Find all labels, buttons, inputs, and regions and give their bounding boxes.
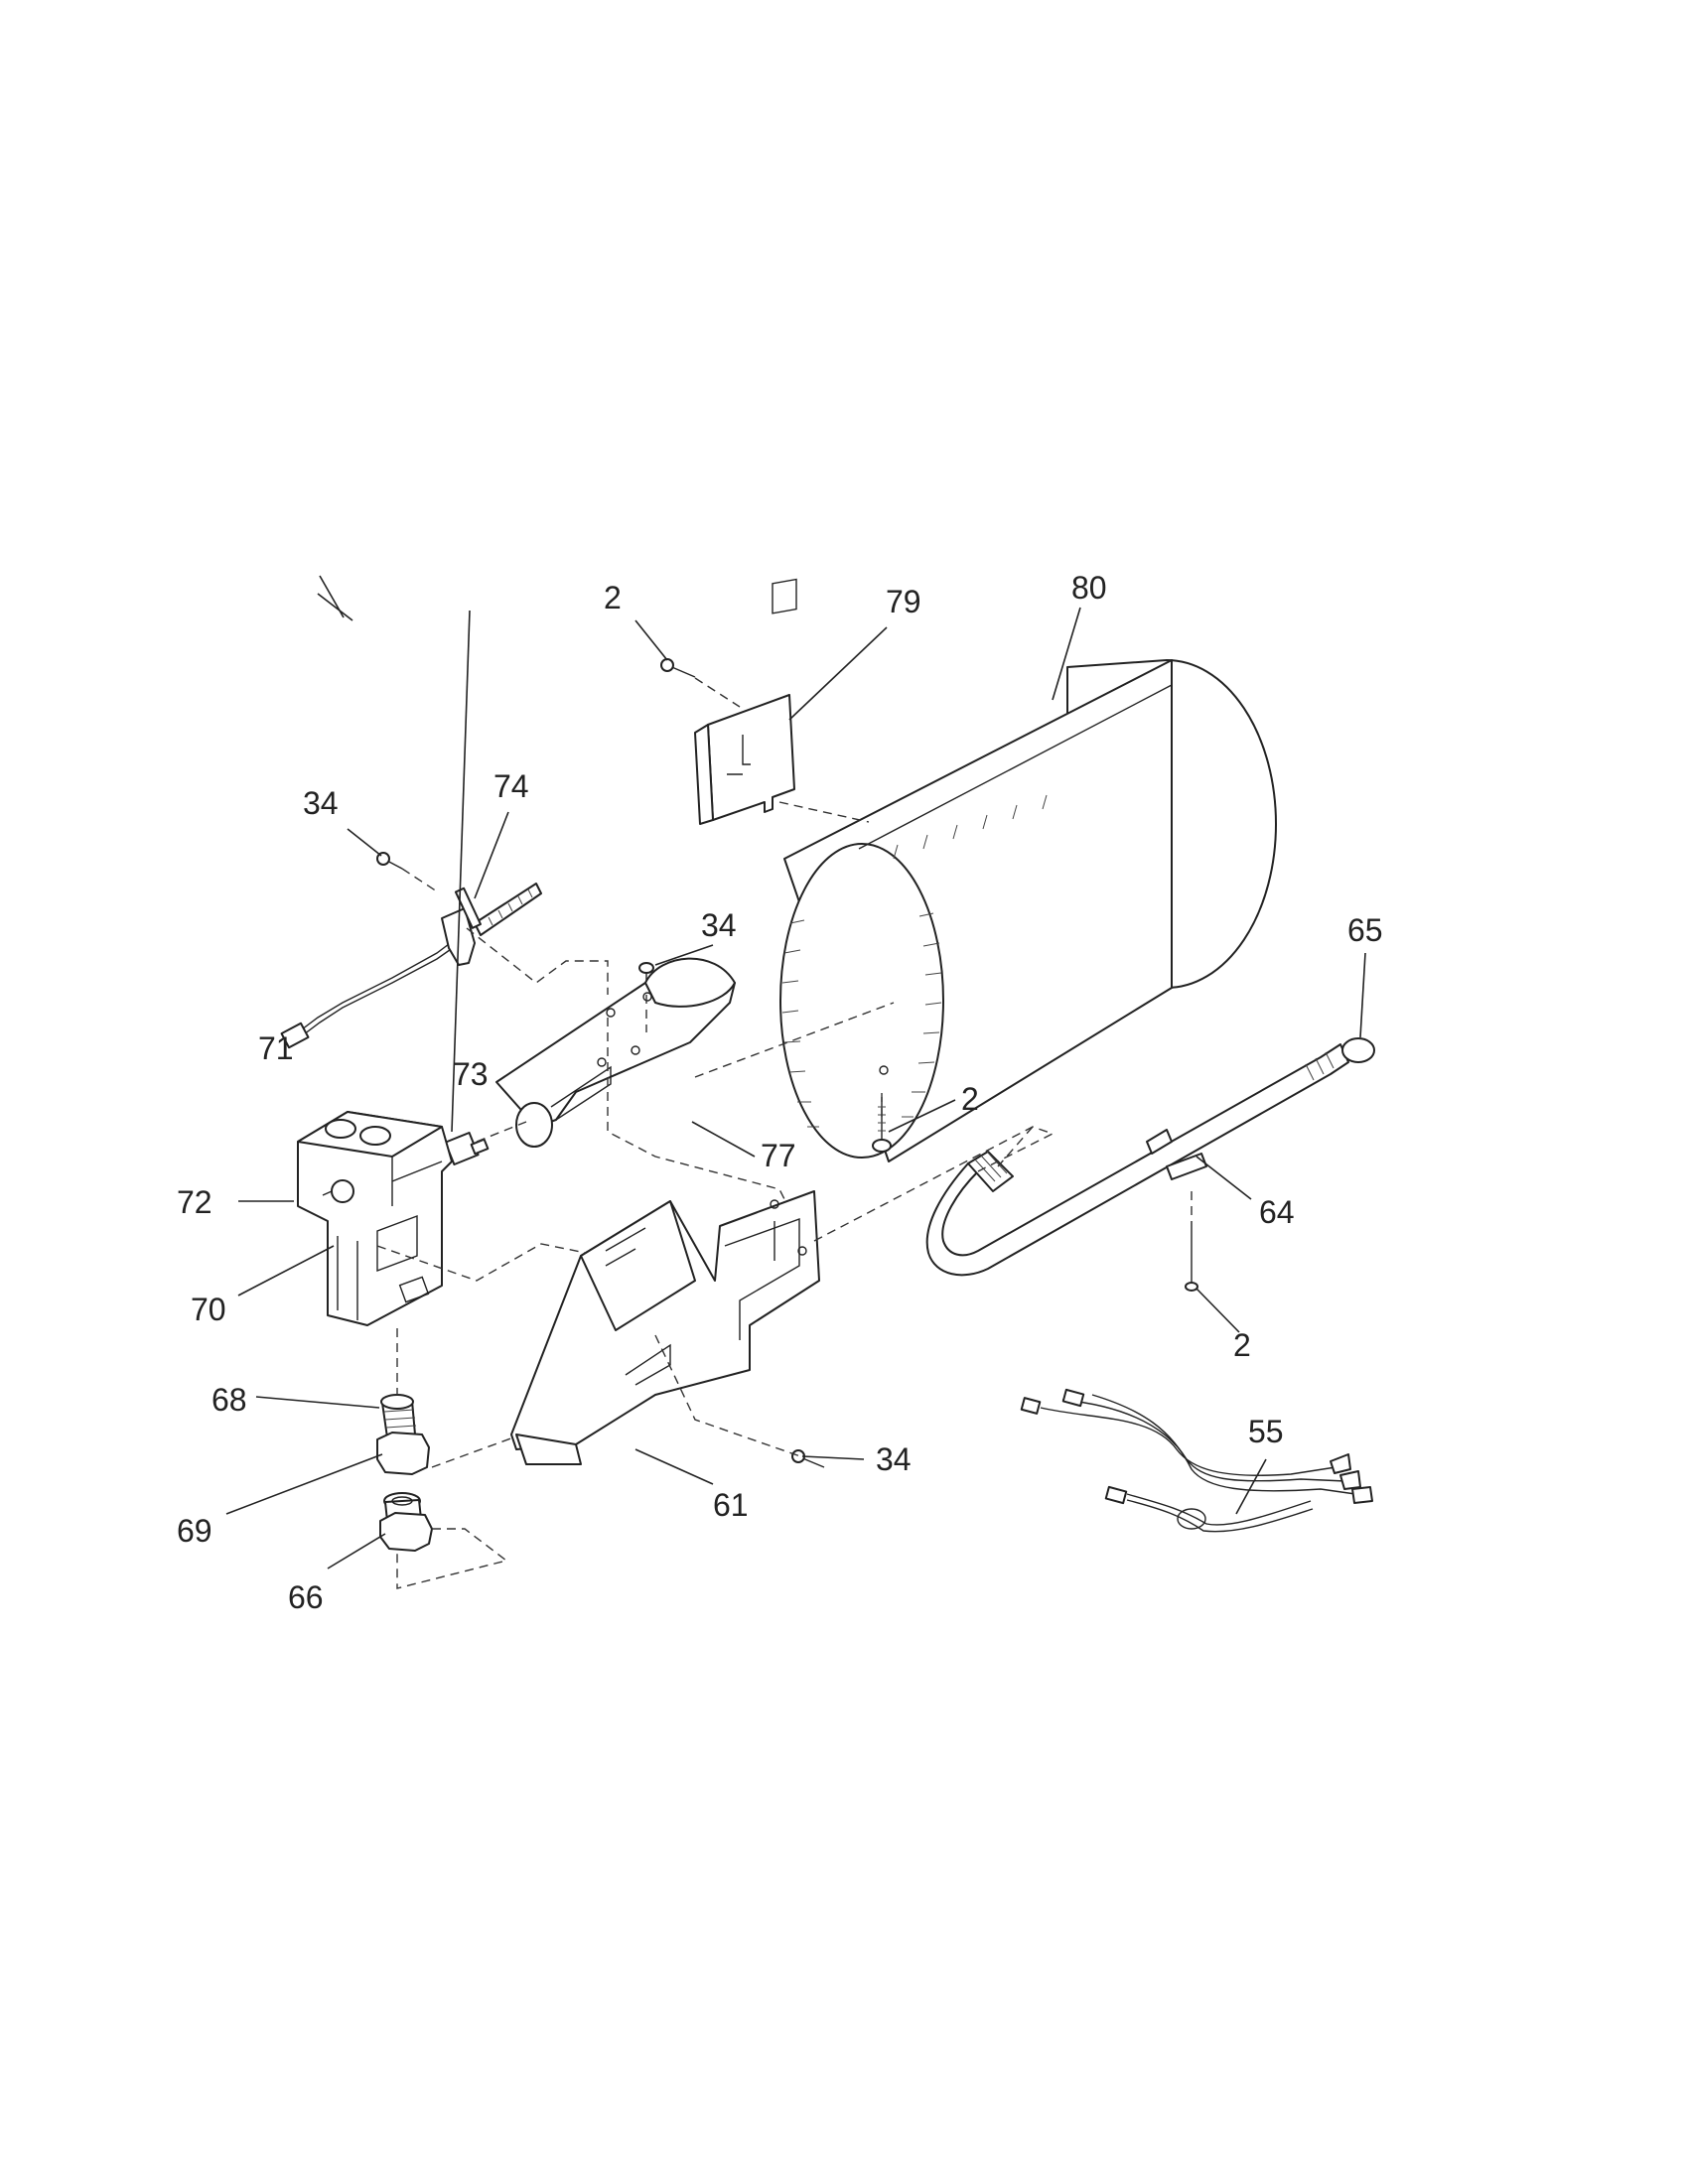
callout-70: 70: [191, 1292, 226, 1327]
callout-61: 61: [713, 1487, 749, 1523]
assembly-lines: [376, 677, 1193, 1589]
callout-68: 68: [211, 1382, 247, 1418]
part-70-gas-valve: [297, 1111, 453, 1326]
callout-64: 64: [1259, 1194, 1295, 1230]
callout-80: 80: [1071, 570, 1107, 606]
callout-66: 66: [288, 1579, 324, 1615]
screw-2-mid: [872, 1097, 892, 1153]
screw-2-top: [660, 658, 696, 678]
callout-34-left: 34: [303, 785, 339, 821]
callout-72: 72: [177, 1184, 212, 1220]
part-74-igniter: [280, 883, 542, 1049]
callout-labels: 2 79 80 34 74 34 65 71 73 2 77 72 64 70 …: [177, 570, 1383, 1615]
leader-lines: [225, 575, 1366, 1570]
callout-34-low: 34: [876, 1441, 912, 1477]
callout-34-mid: 34: [701, 907, 737, 943]
callout-73: 73: [453, 1056, 489, 1092]
part-64-manifold-tube: [925, 1037, 1375, 1277]
part-73-orifice: [444, 1132, 490, 1165]
screw-34-low: [791, 1449, 825, 1468]
callout-69: 69: [177, 1513, 212, 1549]
part-77-burner-support: [495, 957, 736, 1148]
callout-71: 71: [258, 1030, 294, 1066]
callout-74: 74: [493, 768, 529, 804]
part-66-fitting: [379, 1492, 433, 1552]
part-80-burner-tube: [779, 659, 1277, 1162]
callout-2-mid: 2: [961, 1081, 979, 1117]
part-80-hatching: [781, 794, 1048, 1128]
screw-2-low: [1185, 1221, 1198, 1292]
callout-2-low: 2: [1233, 1327, 1251, 1363]
part-68-fitting: [376, 1394, 430, 1475]
part-79-bracket: [694, 578, 797, 825]
callout-65: 65: [1347, 912, 1383, 948]
part-61-burner-bracket: [510, 1190, 820, 1465]
callout-77: 77: [761, 1138, 796, 1173]
callout-2-top: 2: [604, 580, 622, 615]
callout-79: 79: [886, 584, 921, 619]
callout-55: 55: [1248, 1414, 1284, 1449]
part-55-wire-harness: [1020, 1388, 1373, 1533]
